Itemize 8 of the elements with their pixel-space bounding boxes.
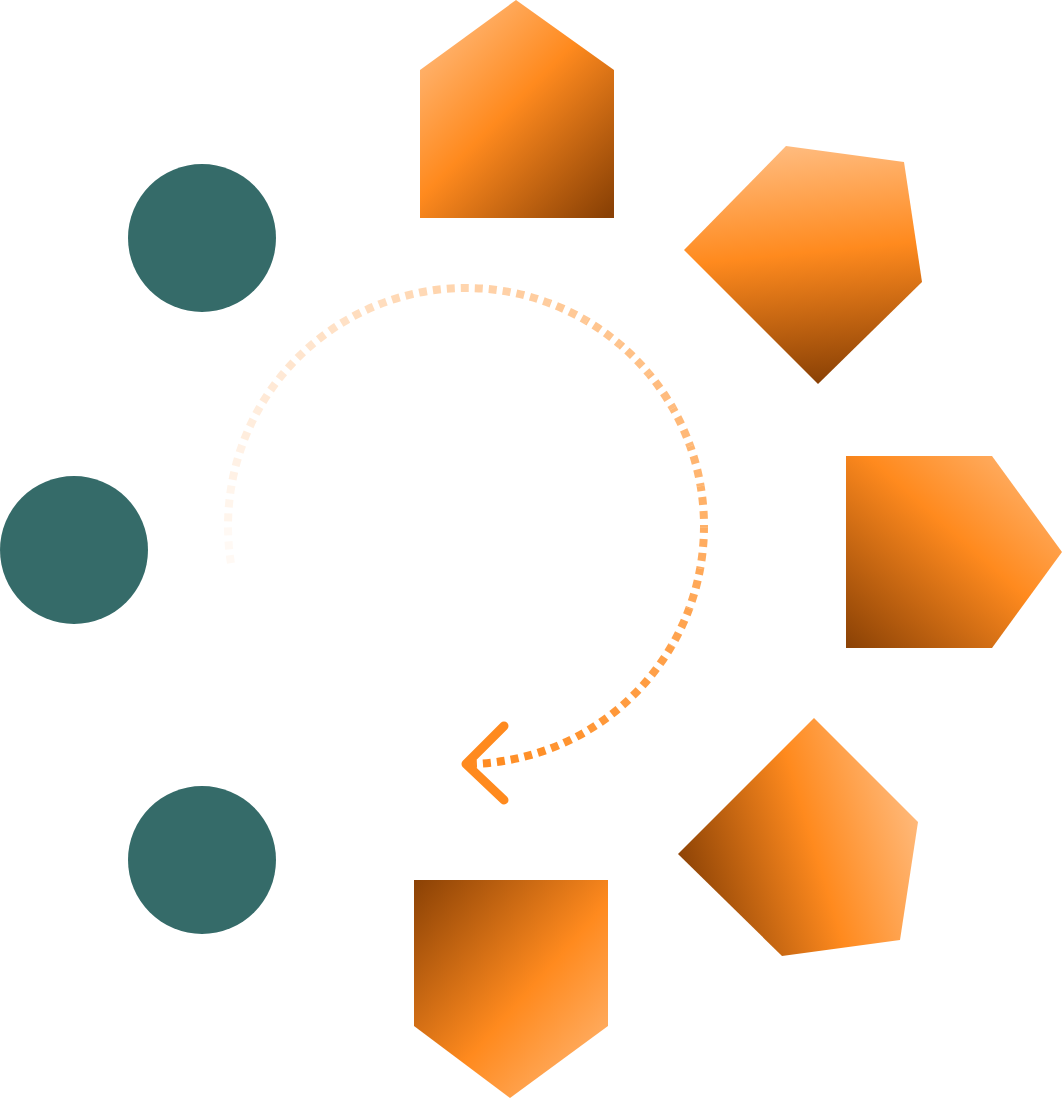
pentagon-shape — [414, 880, 608, 1098]
pentagon-shape — [684, 146, 922, 384]
circle-shape — [128, 164, 276, 312]
pentagon-shape — [678, 718, 918, 956]
pentagon-shape — [846, 456, 1062, 648]
circle-shape — [128, 786, 276, 934]
pentagon-shape — [420, 0, 614, 218]
circle-shape — [0, 476, 148, 624]
